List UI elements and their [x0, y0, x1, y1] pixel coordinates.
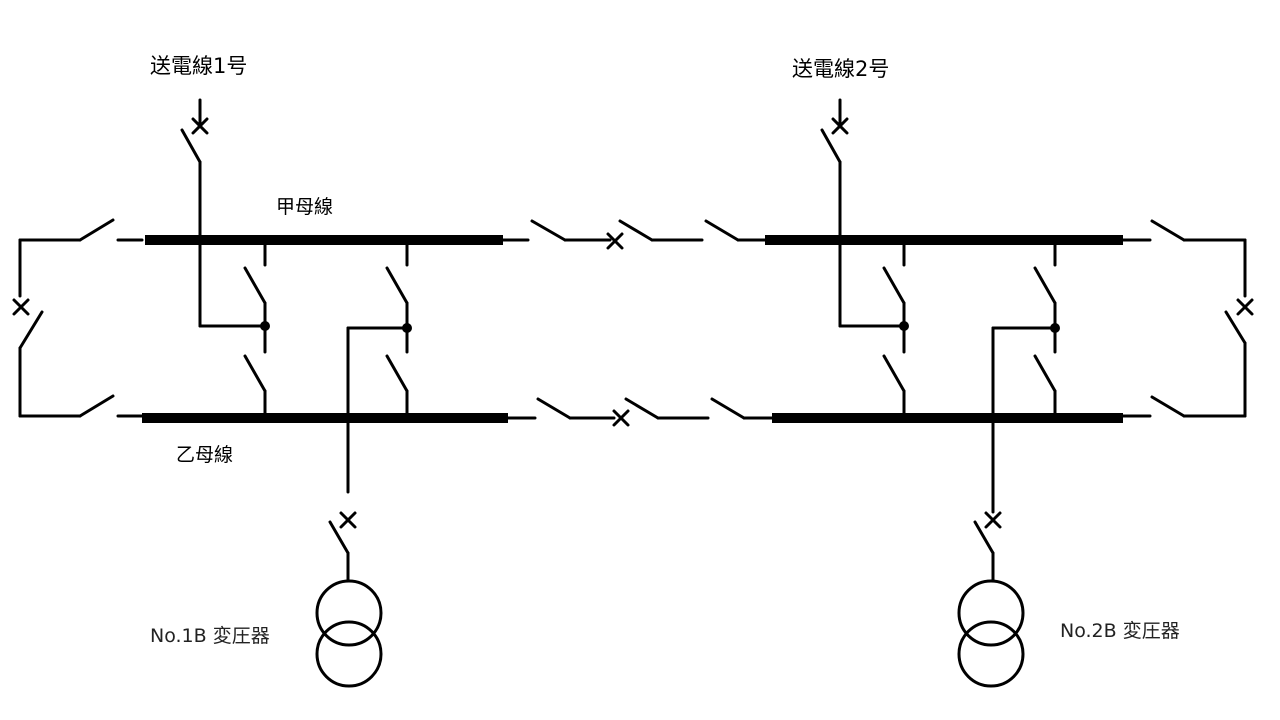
- bus-b-left: [142, 413, 508, 423]
- line2-label: 送電線2号: [792, 57, 890, 81]
- bus-selector-2: [346, 243, 409, 494]
- transformer-2-icon: [957, 579, 1025, 688]
- bus-a-tie-breaker-cross-icon: [606, 232, 624, 250]
- bus-a-left: [145, 235, 503, 245]
- transformer-2-label: No.2B 変圧器: [1060, 620, 1180, 642]
- line1-label: 送電線1号: [150, 54, 248, 78]
- bus-a-tie: [501, 219, 767, 242]
- right-bypass: [1121, 219, 1247, 418]
- transformer-1-icon: [315, 579, 383, 688]
- tr1-breaker-cross-icon: [339, 511, 357, 529]
- left-bypass-breaker-cross-icon: [12, 298, 30, 316]
- bus-selector-4: [991, 243, 1057, 514]
- line1-breaker-cross-icon: [191, 117, 209, 135]
- bus-a-label: 甲母線: [276, 196, 334, 218]
- tr2-feeder: [973, 520, 995, 582]
- transformer-1-label: No.1B 変圧器: [150, 625, 270, 647]
- bus-a-right: [765, 235, 1123, 245]
- tr1-feeder: [328, 520, 350, 582]
- junction-dot: [899, 321, 909, 331]
- bus-b-right: [772, 413, 1123, 423]
- left-bypass: [18, 218, 144, 418]
- bus-b-tie: [506, 397, 774, 420]
- junction-dot: [402, 323, 412, 333]
- line1-feeder: [180, 98, 267, 328]
- line2-breaker-cross-icon: [831, 117, 849, 135]
- right-bypass-breaker-cross-icon: [1236, 298, 1254, 316]
- bus-b-label: 乙母線: [176, 444, 234, 466]
- bus-b-tie-breaker-cross-icon: [612, 409, 630, 427]
- junction-dot: [260, 321, 270, 331]
- line2-feeder: [820, 98, 906, 328]
- junction-dot: [1050, 323, 1060, 333]
- tr2-breaker-cross-icon: [984, 511, 1002, 529]
